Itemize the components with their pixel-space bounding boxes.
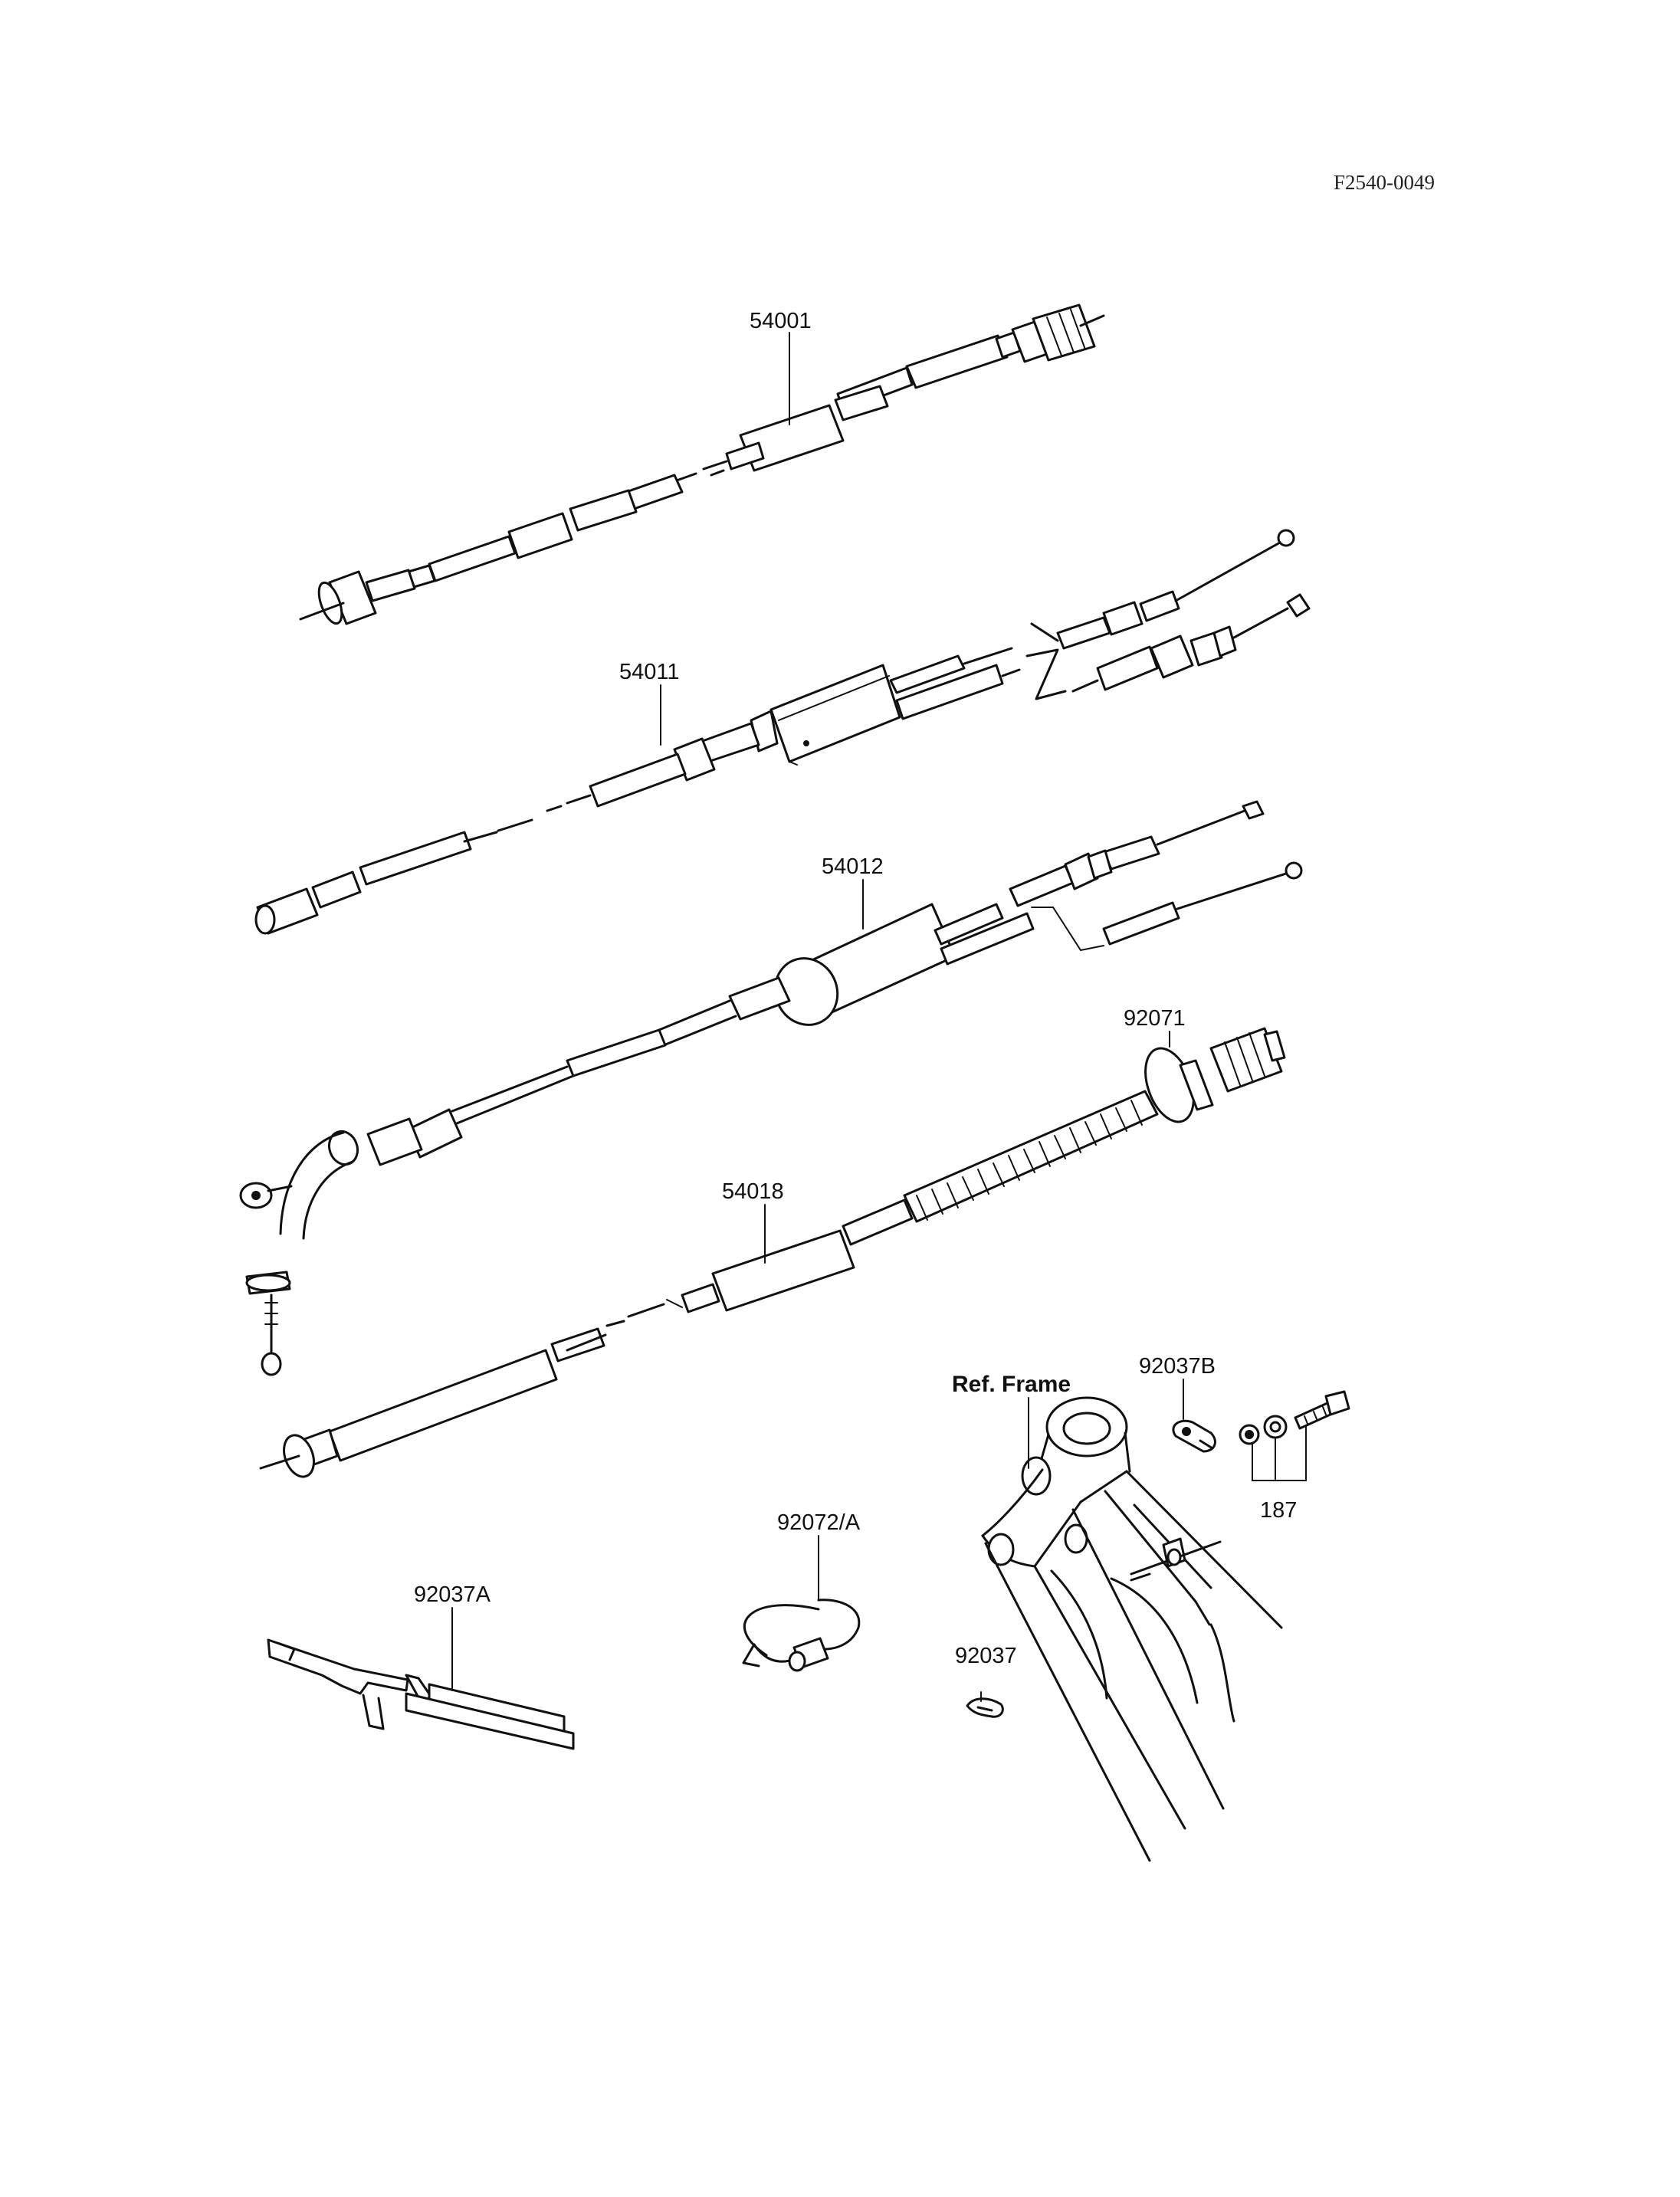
clip-92037	[966, 1691, 1004, 1718]
throttle-cable-54012	[239, 800, 1303, 1376]
label-92037a: 92037A	[414, 1582, 491, 1607]
throttle-cable-54011	[254, 529, 1311, 935]
boot-92071	[1144, 1027, 1286, 1123]
label-92072a: 92072/A	[777, 1510, 861, 1535]
label-187: 187	[1260, 1498, 1297, 1523]
bracket-92037a	[267, 1638, 575, 1750]
label-54018: 54018	[722, 1179, 784, 1204]
label-92037b: 92037B	[1139, 1354, 1216, 1379]
bolt-set-187	[1239, 1390, 1350, 1445]
speedometer-cable-54001	[299, 303, 1105, 625]
spiral-guard	[916, 1100, 1143, 1221]
clip-92037b	[1172, 1419, 1216, 1453]
label-54012: 54012	[822, 854, 884, 879]
figure-id: F2540-0049	[1334, 171, 1435, 194]
label-92037: 92037	[955, 1644, 1017, 1668]
leader-187	[1252, 1443, 1307, 1481]
band-clamp-92072-a	[742, 1599, 861, 1672]
label-54001: 54001	[750, 309, 812, 333]
label-92071: 92071	[1124, 1006, 1186, 1031]
reference-frame	[981, 1396, 1283, 1862]
label-ref-frame: Ref. Frame	[952, 1372, 1071, 1397]
label-54011: 54011	[619, 660, 680, 684]
tachometer-cable-54018	[259, 1090, 1159, 1478]
